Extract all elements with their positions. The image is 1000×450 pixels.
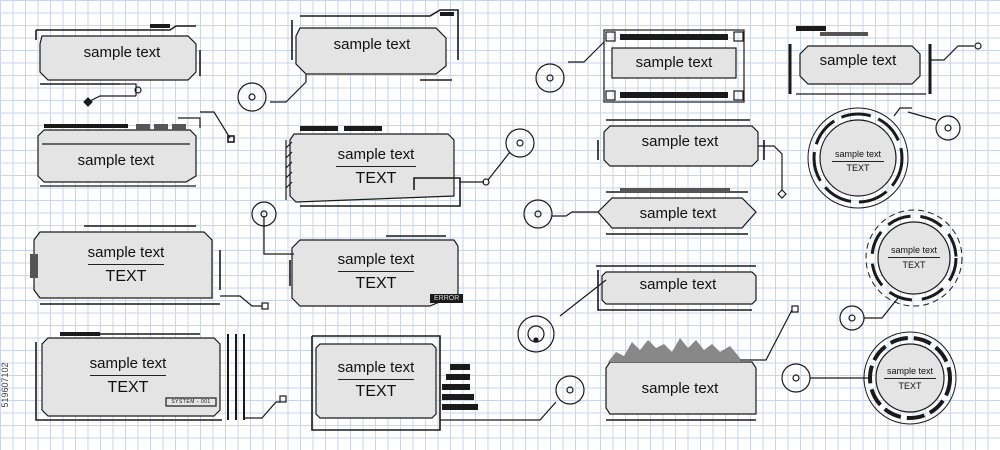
error-tag: ERROR: [430, 294, 464, 303]
frame-6-label: sample text: [819, 52, 897, 69]
frame-2-label: sample text: [333, 36, 411, 53]
frame-12-divider: [90, 375, 166, 376]
frame-4: [285, 126, 535, 207]
frame-6: [788, 26, 982, 141]
circle-3-caption: TEXT: [898, 381, 922, 391]
frame-7-label: sample text: [641, 133, 719, 150]
frame-12-caption: TEXT: [107, 379, 149, 396]
circle-frame-1: [807, 107, 912, 209]
frame-1-label: sample text: [83, 44, 161, 61]
frame-13-label: sample text: [337, 359, 415, 376]
frame-14-label: sample text: [641, 380, 719, 397]
frame-2: [237, 9, 459, 112]
frame-4-divider: [336, 166, 416, 167]
frame-11-label: sample text: [639, 276, 717, 293]
circle-1-divider: [832, 161, 884, 162]
frame-5: [535, 29, 745, 103]
frame-3: [37, 111, 235, 187]
watermark-id: 519607102: [0, 362, 10, 408]
watermark: 519607102: [0, 330, 10, 440]
frame-10-label: sample text: [337, 251, 415, 268]
circle-1-caption: TEXT: [846, 163, 870, 173]
frame-12: [35, 332, 287, 421]
frame-13: [311, 335, 585, 431]
circle-3-label: sample text: [886, 366, 934, 376]
frame-3-label: sample text: [77, 152, 155, 169]
frame-9: [30, 225, 269, 310]
frame-10: [251, 201, 459, 307]
circle-1-label: sample text: [834, 149, 882, 159]
frame-4-label: sample text: [337, 146, 415, 163]
frame-5-label: sample text: [635, 54, 713, 71]
circle-2-caption: TEXT: [902, 260, 926, 270]
frame-14: [605, 305, 799, 421]
frame-12-label: sample text: [89, 355, 167, 372]
frame-11: [517, 265, 757, 353]
frame-7: [597, 119, 787, 199]
circle-3-divider: [884, 378, 936, 379]
frame-13-divider: [338, 379, 414, 380]
frame-10-divider: [338, 271, 414, 272]
frame-10-caption: TEXT: [355, 275, 397, 292]
frame-8-label: sample text: [639, 205, 717, 222]
circle-2-label: sample text: [890, 245, 938, 255]
frame-4-caption: TEXT: [355, 170, 397, 187]
frame-9-label: sample text: [87, 244, 165, 261]
frame-1: [35, 24, 201, 107]
frame-9-divider: [88, 264, 164, 265]
frame-13-caption: TEXT: [355, 383, 397, 400]
frame-8: [523, 188, 757, 235]
frame-9-caption: TEXT: [105, 268, 147, 285]
circle-2-divider: [888, 257, 940, 258]
system-tag: SYSTEM - 001: [171, 399, 211, 405]
circle-frame-2: [839, 209, 963, 331]
